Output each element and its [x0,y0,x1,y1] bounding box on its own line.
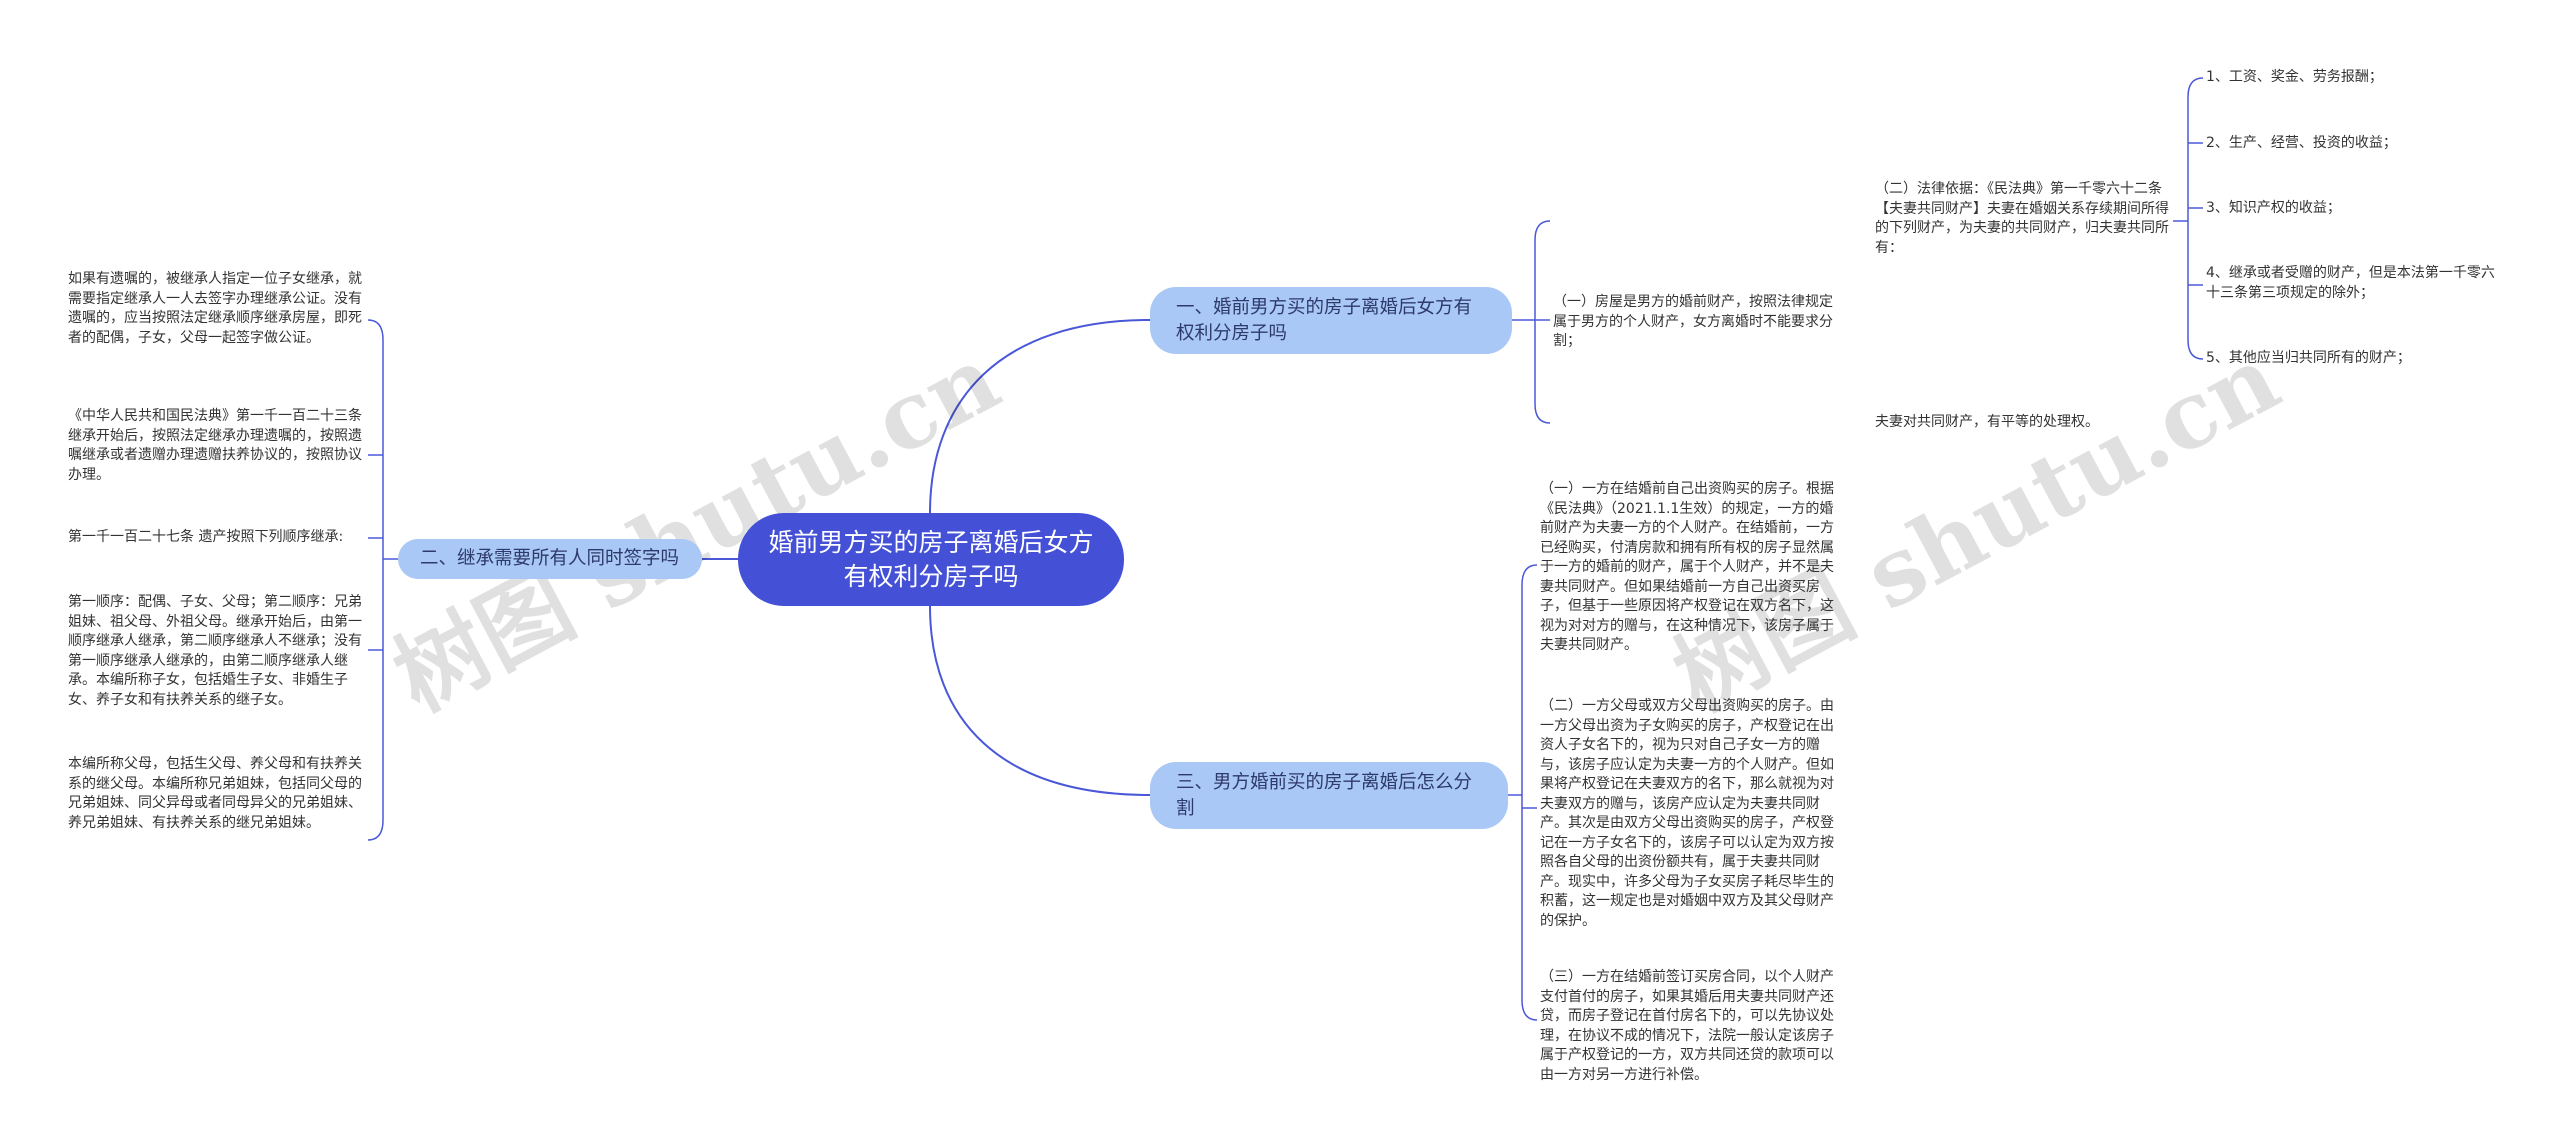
b1-child-3[interactable]: 夫妻对共同财产，有平等的处理权。 [1875,414,2099,430]
b3-child-1[interactable]: （一）一方在结婚前自己出资购买的房子。根据《民法典》（2021.1.1生效）的规… [1540,481,1834,653]
b1-grandchild-1[interactable]: 1、工资、奖金、劳务报酬； [2206,69,2383,85]
b1-grandchild-3[interactable]: 3、知识产权的收益； [2206,200,2341,216]
b2-child-1[interactable]: 如果有遗嘱的，被继承人指定一位子女继承，就需要指定继承人一人去签字办理继承公证。… [68,271,362,346]
b1-grandchild-4[interactable]: 4、继承或者受赠的财产，但是本法第一千零六十三条第三项规定的除外； [2206,265,2495,301]
branch-2-topic[interactable]: 二、继承需要所有人同时签字吗 [398,539,702,579]
b3-child-2[interactable]: （二）一方父母或双方父母出资购买的房子。由一方父母出资为子女购买的房子，产权登记… [1540,698,1834,929]
b3-child-3[interactable]: （三）一方在结婚前签订买房合同，以个人财产支付首付的房子，如果其婚后用夫妻共同财… [1540,969,1834,1083]
b1-grandchild-5[interactable]: 5、其他应当归共同所有的财产； [2206,350,2411,366]
branch-3-topic[interactable]: 三、男方婚前买的房子离婚后怎么分割 [1150,762,1508,829]
b2-child-5[interactable]: 本编所称父母，包括生父母、养父母和有扶养关系的继父母。本编所称兄弟姐妹，包括同父… [68,756,362,831]
b2-child-3[interactable]: 第一千一百二十七条 遗产按照下列顺序继承: [68,529,344,545]
b1-grandchild-2[interactable]: 2、生产、经营、投资的收益； [2206,135,2397,151]
b1-child-1[interactable]: （一）房屋是男方的婚前财产，按照法律规定属于男方的个人财产，女方离婚时不能要求分… [1553,294,1833,349]
b1-child-2[interactable]: （二）法律依据：《民法典》第一千零六十二条【夫妻共同财产】夫妻在婚姻关系存续期间… [1875,181,2169,256]
b2-child-2[interactable]: 《中华人民共和国民法典》第一千一百二十三条 继承开始后，按照法定继承办理遗嘱的，… [68,408,367,483]
root-topic[interactable]: 婚前男方买的房子离婚后女方有权利分房子吗 [738,513,1124,606]
b2-child-4[interactable]: 第一顺序：配偶、子女、父母；第二顺序：兄弟姐妹、祖父母、外祖父母。继承开始后，由… [68,594,362,708]
branch-1-topic[interactable]: 一、婚前男方买的房子离婚后女方有权利分房子吗 [1150,287,1512,354]
